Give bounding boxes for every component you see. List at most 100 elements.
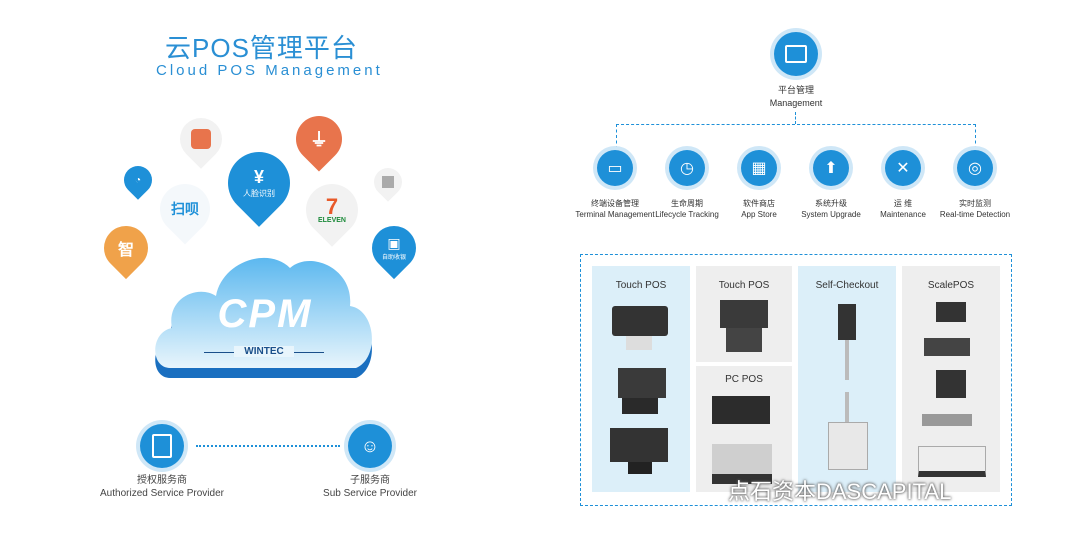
lock-bag-icon bbox=[191, 129, 211, 149]
device-wide-screen bbox=[610, 428, 668, 462]
device-kiosk-pole2 bbox=[845, 392, 849, 422]
face-pay-label: 人脸识别 bbox=[243, 189, 275, 198]
device-scale-screen bbox=[936, 302, 966, 322]
device-tablet-stand bbox=[626, 336, 652, 350]
self-service-icon: ▣ bbox=[387, 235, 401, 251]
upgrade-arrow-icon: ⬆ bbox=[824, 160, 838, 177]
tools-icon: ✕ bbox=[896, 160, 910, 177]
bubble-bag bbox=[171, 109, 231, 169]
device-scale-tray bbox=[922, 414, 972, 426]
func-appstore-label: 软件商店 App Store bbox=[714, 198, 804, 220]
func-maintenance-cn: 运 维 bbox=[893, 199, 913, 208]
func-appstore-en: App Store bbox=[741, 210, 777, 219]
cloud-brand: WINTEC bbox=[234, 346, 294, 357]
device-kiosk-pole bbox=[845, 340, 849, 380]
func-lifecycle-label: 生命周期 Lifecycle Tracking bbox=[642, 198, 732, 220]
func-upgrade-label: 系统升级 System Upgrade bbox=[786, 198, 876, 220]
seven-eleven-label: ELEVEN bbox=[317, 216, 346, 224]
panel-scale-pos: ScalePOS bbox=[902, 266, 1000, 492]
device-wide-base bbox=[628, 462, 652, 474]
device-box-pc bbox=[712, 396, 770, 424]
authorized-cn: 授权服务商 bbox=[137, 475, 187, 486]
box-icon bbox=[382, 176, 394, 188]
title-en: Cloud POS Management bbox=[156, 62, 383, 79]
bubble-711: 7 ELEVEN bbox=[295, 173, 369, 247]
seven-eleven-icon: 7 bbox=[325, 193, 339, 219]
management-connector-v bbox=[795, 112, 796, 124]
cpm-cloud bbox=[155, 257, 372, 378]
management-connector-h bbox=[616, 124, 976, 149]
management-en: Management bbox=[769, 98, 823, 108]
panel-self-checkout: Self-Checkout bbox=[798, 266, 896, 492]
bubble-face: ¥ 人脸识别 bbox=[215, 139, 303, 227]
device-dual-screen bbox=[618, 368, 666, 398]
bubble-plug: ⏚ bbox=[286, 106, 352, 172]
scan-icon: 扫呗 bbox=[171, 201, 199, 217]
func-maintenance-label: 运 维 Maintenance bbox=[858, 198, 948, 220]
sub-en: Sub Service Provider bbox=[323, 488, 417, 499]
sub-cn: 子服务商 bbox=[350, 475, 390, 486]
device-compact-pos bbox=[720, 300, 768, 328]
device-scale-pos-2 bbox=[936, 370, 966, 398]
func-appstore-icon: ▦ bbox=[741, 150, 777, 186]
panel-pc-pos-title: PC POS bbox=[725, 374, 763, 385]
func-terminal-cn: 终端设备管理 bbox=[591, 199, 639, 208]
management-cn: 平台管理 bbox=[777, 85, 814, 95]
func-detection-icon: ◎ bbox=[957, 150, 993, 186]
cloud-logo: CPM bbox=[217, 292, 313, 336]
func-terminal-en: Terminal Management bbox=[575, 210, 655, 219]
management-icon bbox=[774, 32, 818, 76]
device-dual-base bbox=[622, 398, 658, 414]
panel-scale-pos-title: ScalePOS bbox=[927, 280, 975, 291]
self-service-label: 自助收银 bbox=[381, 255, 406, 261]
provider-connector bbox=[196, 445, 340, 447]
zhi-icon: 智 bbox=[117, 242, 134, 259]
func-lifecycle-cn: 生命周期 bbox=[671, 199, 703, 208]
bubble-scan: 扫呗 bbox=[149, 173, 221, 245]
authorized-en: Authorized Service Provider bbox=[100, 488, 224, 499]
title-cn: 云POS管理平台 bbox=[165, 33, 358, 63]
func-terminal-icon: ▭ bbox=[597, 150, 633, 186]
panel-touch-pos-2: Touch POS bbox=[696, 266, 792, 362]
device-kiosk-base bbox=[828, 422, 868, 470]
panel-touch-pos-1-title: Touch POS bbox=[615, 280, 667, 291]
apps-icon: ▦ bbox=[751, 160, 767, 177]
monitor-icon: ▭ bbox=[607, 160, 623, 177]
authorized-provider-label: 授权服务商 Authorized Service Provider bbox=[92, 474, 232, 500]
plug-icon: ⏚ bbox=[310, 130, 328, 150]
bubble-alipay: ◔ bbox=[118, 160, 158, 200]
func-detection-label: 实时监测 Real-time Detection bbox=[930, 198, 1020, 220]
func-maintenance-icon: ✕ bbox=[885, 150, 921, 186]
management-label: 平台管理 Management bbox=[751, 84, 841, 110]
func-detection-en: Real-time Detection bbox=[939, 210, 1011, 219]
device-kiosk-screen bbox=[838, 304, 856, 340]
device-scale-base bbox=[924, 338, 970, 356]
alipay-icon: ◔ bbox=[134, 174, 142, 186]
target-icon: ◎ bbox=[968, 160, 982, 177]
func-maintenance-en: Maintenance bbox=[880, 210, 926, 219]
func-upgrade-cn: 系统升级 bbox=[815, 199, 847, 208]
panel-touch-pos-1: Touch POS bbox=[592, 266, 690, 492]
sub-provider-label: 子服务商 Sub Service Provider bbox=[300, 474, 440, 500]
face-pay-icon: ¥ bbox=[253, 167, 264, 187]
device-printer bbox=[712, 444, 772, 484]
func-terminal-label: 终端设备管理 Terminal Management bbox=[570, 198, 660, 220]
func-lifecycle-en: Lifecycle Tracking bbox=[655, 210, 719, 219]
clock-icon: ◷ bbox=[680, 160, 694, 177]
func-detection-cn: 实时监测 bbox=[959, 199, 991, 208]
device-flat-scale bbox=[918, 446, 986, 477]
bubble-zhi: 智 bbox=[94, 216, 158, 280]
panel-self-checkout-title: Self-Checkout bbox=[815, 280, 879, 291]
func-upgrade-icon: ⬆ bbox=[813, 150, 849, 186]
func-lifecycle-icon: ◷ bbox=[669, 150, 705, 186]
authorized-provider-icon bbox=[140, 424, 184, 468]
func-appstore-cn: 软件商店 bbox=[743, 199, 775, 208]
device-tablet-pos bbox=[612, 306, 668, 336]
device-compact-base bbox=[726, 328, 762, 352]
product-frame bbox=[580, 254, 1012, 506]
panel-touch-pos-2-title: Touch POS bbox=[718, 280, 770, 291]
func-upgrade-en: System Upgrade bbox=[801, 210, 861, 219]
panel-pc-pos: PC POS bbox=[696, 366, 792, 492]
bubble-box bbox=[368, 162, 408, 202]
watermark-text: 点石资本DASCAPITAL bbox=[728, 479, 952, 504]
